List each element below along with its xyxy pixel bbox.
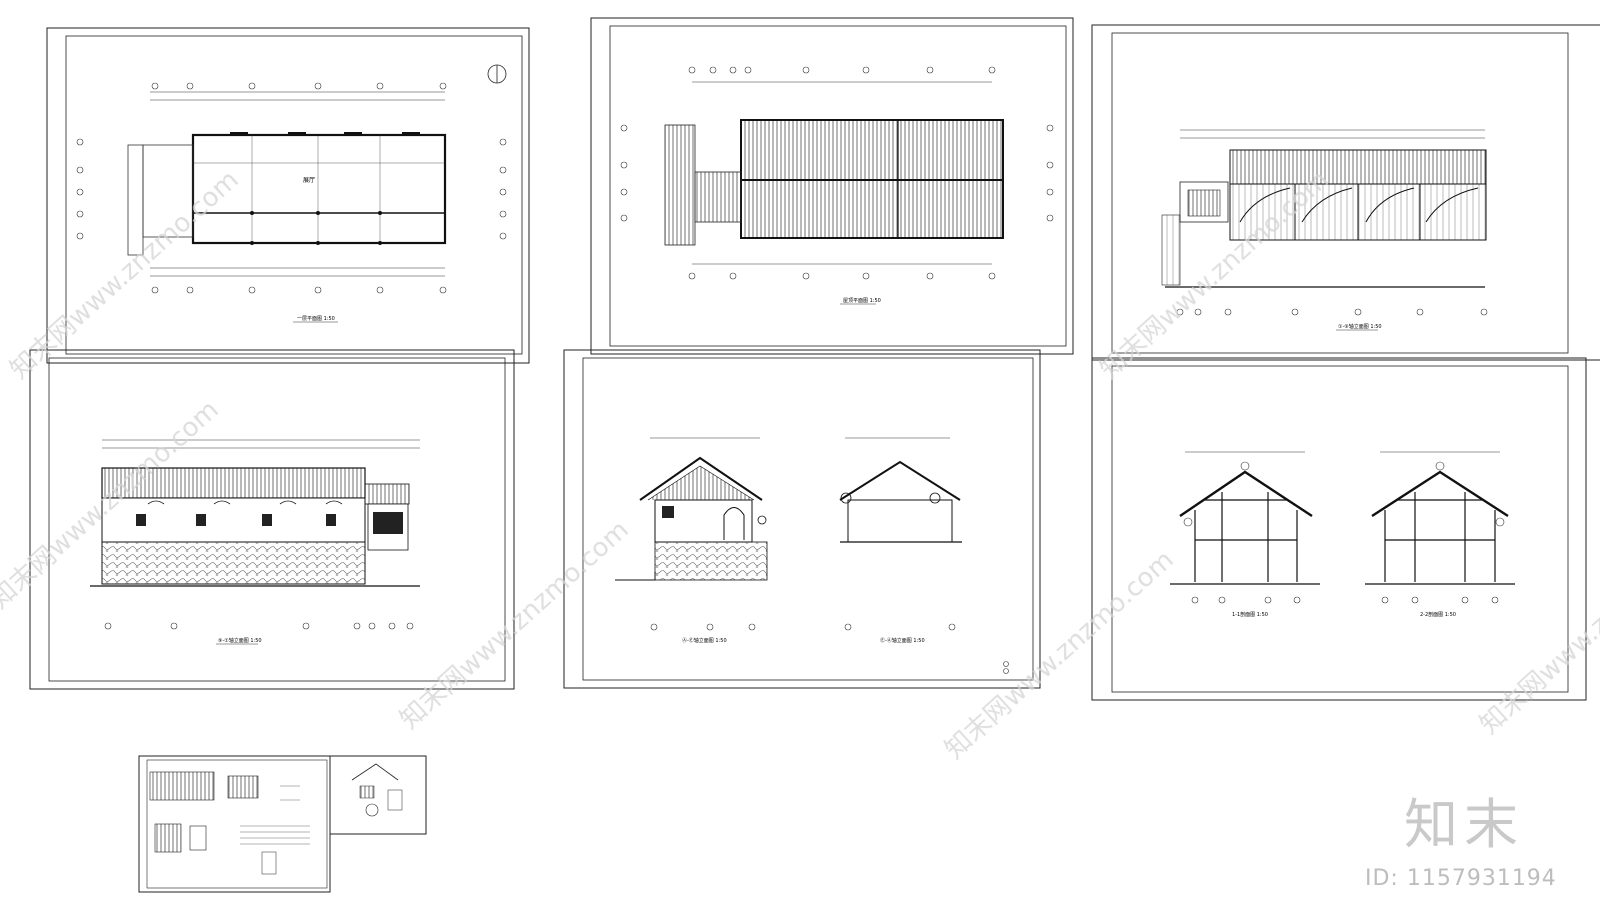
stone-base xyxy=(101,541,366,585)
sheet-frame xyxy=(590,17,1074,355)
truss-outline xyxy=(1179,470,1313,518)
sheet-inner-frame xyxy=(48,357,506,682)
gable-outline xyxy=(639,456,763,501)
sheet-details-a xyxy=(138,755,331,893)
sheet-frame xyxy=(46,27,530,364)
sheet-roof-plan: 屋顶平面图 1:50 xyxy=(590,17,1074,355)
truss-outline xyxy=(1371,470,1509,518)
sheet-inner-frame xyxy=(1111,365,1569,693)
sheet-title-a: 1-1剖面图 1:50 xyxy=(1232,611,1268,618)
sheet-title-b: Ⓔ-Ⓐ轴立面图 1:50 xyxy=(880,637,925,644)
sheet-inner-frame xyxy=(146,759,328,889)
axis-bubbles xyxy=(76,82,507,294)
sheet-title: ①-⑨轴立面图 1:50 xyxy=(1338,323,1382,330)
gable-outline xyxy=(839,460,961,501)
sheet-inner-frame xyxy=(582,357,1034,681)
sheet-frame xyxy=(563,349,1041,689)
watermark-text: 知末网www.znzmo.com xyxy=(5,165,245,385)
sheet-side-elevations: Ⓐ-Ⓔ轴立面图 1:50 Ⓔ-Ⓐ轴立面图 1:50 xyxy=(563,349,1041,689)
brand-logo-text: 知末 xyxy=(1404,793,1524,856)
sheet-inner-frame xyxy=(1111,32,1569,354)
watermark-text: 知末网www.znzmo.com xyxy=(395,515,635,735)
sheet-frame xyxy=(1091,24,1600,361)
room-label: 展厅 xyxy=(303,177,315,184)
sheet-frame xyxy=(1091,357,1587,701)
watermark-text: 知末网www.znzmo.com xyxy=(1475,520,1600,740)
sheet-longitudinal-elevation: ①-⑨轴立面图 1:50 xyxy=(1091,24,1600,361)
sheet-cross-sections: 1-1剖面图 1:50 2-2剖面图 1:50 xyxy=(1091,357,1587,701)
sheet-title: 屋顶平面图 1:50 xyxy=(843,298,881,304)
image-id-label: ID: 1157931194 xyxy=(1365,866,1557,891)
sheet-frame xyxy=(329,755,427,835)
sheet-details-b xyxy=(329,755,427,835)
sheet-title: 一层平面图 1:50 xyxy=(297,316,335,322)
watermark-layer: 知末网www.znzmo.com 知末网www.znzmo.com 知末网www… xyxy=(0,165,1600,765)
sheet-floor-plan: 展厅 一层平面图 1:50 xyxy=(46,27,530,364)
sheet-frame xyxy=(29,349,515,690)
sheet-title-b: 2-2剖面图 1:50 xyxy=(1420,611,1456,618)
roof-band xyxy=(1229,149,1487,185)
sheet-title: ⑨-①轴立面图 1:50 xyxy=(218,637,262,644)
sheet-inner-frame xyxy=(609,25,1067,347)
roof-band xyxy=(101,467,366,499)
sheet-front-elevation: ⑨-①轴立面图 1:50 xyxy=(29,349,515,690)
watermark-text: 知末网www.znzmo.com xyxy=(940,545,1180,765)
stone-base xyxy=(654,541,768,581)
sheet-inner-frame xyxy=(65,35,523,355)
sheet-title-a: Ⓐ-Ⓔ轴立面图 1:50 xyxy=(682,637,727,644)
